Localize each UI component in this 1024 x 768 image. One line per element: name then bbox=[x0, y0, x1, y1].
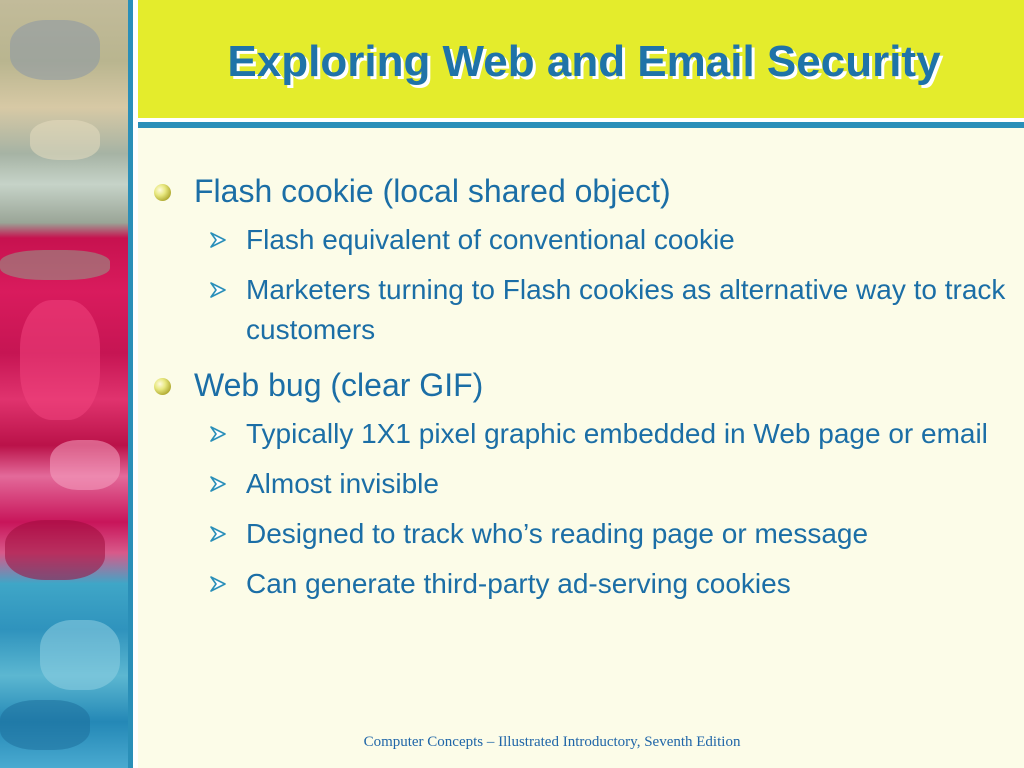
round-bullet-icon bbox=[154, 378, 171, 395]
sub-item-text: Flash equivalent of conventional cookie bbox=[246, 224, 735, 255]
sub-item: Can generate third-party ad-serving cook… bbox=[150, 564, 1010, 604]
title-band bbox=[138, 0, 1024, 118]
title-rule-white bbox=[138, 118, 1024, 122]
bullet-block: Web bug (clear GIF) Typically 1X1 pixel … bbox=[150, 362, 1010, 604]
sub-item: Marketers turning to Flash cookies as al… bbox=[150, 270, 1010, 350]
bullet-text: Web bug (clear GIF) bbox=[194, 367, 484, 403]
sub-item-text: Can generate third-party ad-serving cook… bbox=[246, 568, 791, 599]
sub-item-text: Almost invisible bbox=[246, 468, 439, 499]
arrowhead-bullet-icon bbox=[210, 476, 226, 492]
slide-title: Exploring Web and Email Security bbox=[227, 37, 941, 86]
arrowhead-bullet-icon bbox=[210, 426, 226, 442]
sub-list: Typically 1X1 pixel graphic embedded in … bbox=[150, 414, 1010, 604]
sub-item: Flash equivalent of conventional cookie bbox=[150, 220, 1010, 260]
arrowhead-bullet-icon bbox=[210, 282, 226, 298]
bullet-item: Flash cookie (local shared object) bbox=[150, 168, 1010, 214]
slide-footer: Computer Concepts – Illustrated Introduc… bbox=[363, 734, 741, 750]
bullet-block: Flash cookie (local shared object) Flash… bbox=[150, 168, 1010, 350]
left-divider-white bbox=[133, 0, 138, 768]
arrowhead-bullet-icon bbox=[210, 232, 226, 248]
sub-item: Designed to track who’s reading page or … bbox=[150, 514, 1010, 554]
round-bullet-icon bbox=[154, 184, 171, 201]
sub-item: Typically 1X1 pixel graphic embedded in … bbox=[150, 414, 1010, 454]
slide-content: Flash cookie (local shared object) Flash… bbox=[150, 168, 1010, 616]
arrowhead-bullet-icon bbox=[210, 526, 226, 542]
sub-item-text: Typically 1X1 pixel graphic embedded in … bbox=[246, 418, 988, 449]
sub-item-text: Designed to track who’s reading page or … bbox=[246, 518, 869, 549]
decorative-painting-strip bbox=[0, 0, 128, 768]
sub-item-text: Marketers turning to Flash cookies as al… bbox=[246, 274, 1006, 345]
sub-item: Almost invisible bbox=[150, 464, 1010, 504]
title-rule-blue bbox=[138, 122, 1024, 128]
arrowhead-bullet-icon bbox=[210, 576, 226, 592]
sub-list: Flash equivalent of conventional cookie … bbox=[150, 220, 1010, 350]
bullet-text: Flash cookie (local shared object) bbox=[194, 173, 671, 209]
bullet-item: Web bug (clear GIF) bbox=[150, 362, 1010, 408]
left-divider-blue bbox=[128, 0, 133, 768]
